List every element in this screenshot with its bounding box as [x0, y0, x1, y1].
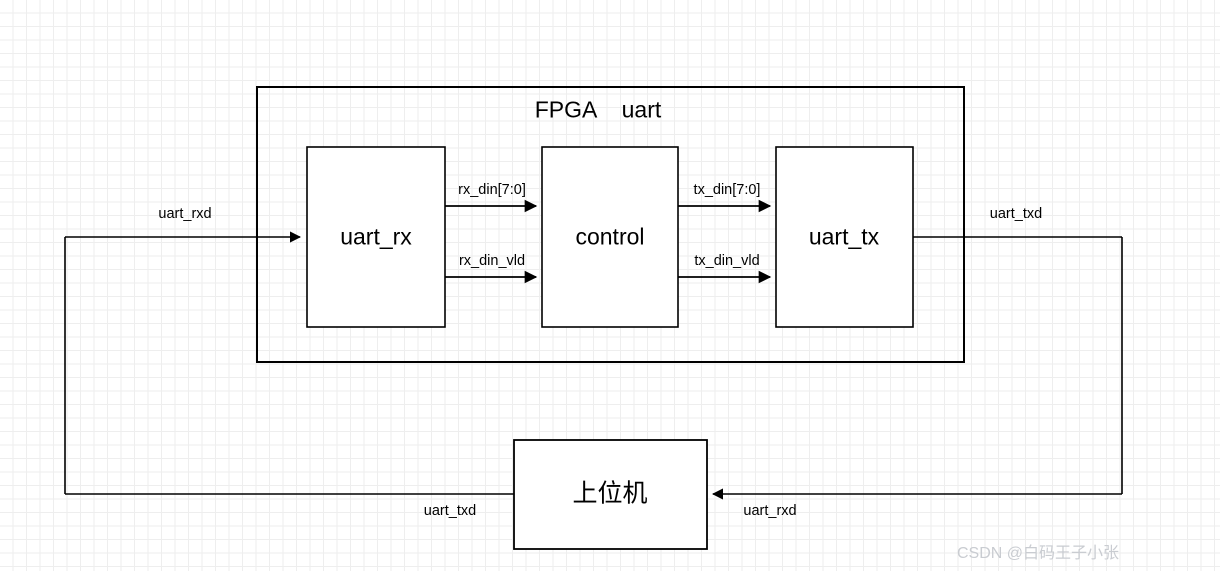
signal-label-uart-rxd-input: uart_rxd — [158, 205, 212, 222]
block-label-uart-tx: uart_tx — [808, 223, 880, 250]
signal-label-tx-din-bus: tx_din[7:0] — [693, 181, 761, 198]
block-control-rect — [541, 146, 679, 328]
fpga-title: FPGA uart — [534, 96, 662, 123]
block-label-control: control — [575, 223, 645, 250]
block-label-host: 上位机 — [572, 479, 648, 508]
block-uart-tx-rect — [775, 146, 914, 328]
block-host-rect — [513, 439, 708, 550]
signal-label-tx-din-vld: tx_din_vld — [694, 252, 760, 269]
block-fpga-rect — [256, 86, 965, 363]
csdn-watermark: CSDN @白码王子小张 — [957, 545, 1120, 562]
signal-label-rx-din-bus: rx_din[7:0] — [458, 181, 526, 198]
block-label-uart-rx: uart_rx — [340, 223, 412, 250]
block-uart-rx-rect — [306, 146, 446, 328]
signal-label-uart-rxd-host: uart_rxd — [743, 502, 797, 519]
signal-label-uart-txd-output: uart_txd — [989, 205, 1043, 222]
signal-label-uart-txd-host: uart_txd — [423, 502, 477, 519]
signal-label-rx-din-vld: rx_din_vld — [458, 252, 526, 269]
